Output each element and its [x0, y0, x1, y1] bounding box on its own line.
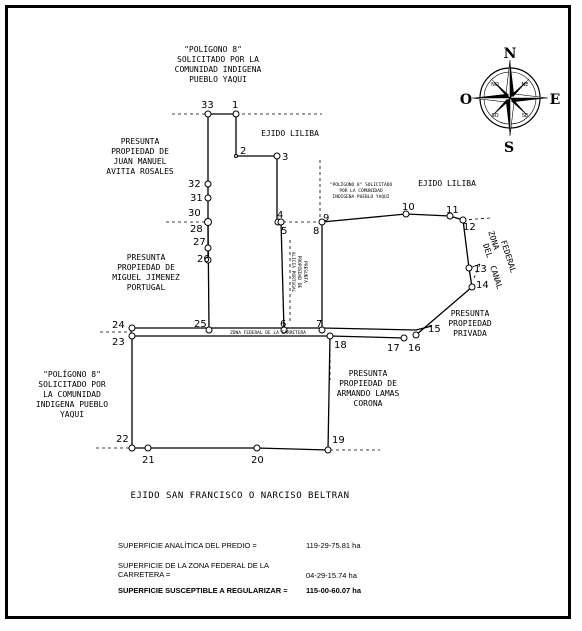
- point-32: 32: [188, 179, 201, 190]
- point-1: 1: [232, 100, 238, 111]
- point-9: 9: [323, 213, 329, 224]
- label-poly-top-2: SOLICITADO POR LA: [177, 55, 259, 64]
- label-poly-left-5: YAQUI: [60, 410, 84, 419]
- point-10: 10: [402, 202, 415, 213]
- point-27: 27: [193, 237, 206, 248]
- label-poly-top-1: "POLÍGONO 8": [184, 43, 242, 54]
- label-juan-4: AVITIA ROSALES: [106, 167, 174, 176]
- summary-row3-label: SUPERFICIE SUSCEPTIBLE A REGULARIZAR =: [118, 586, 288, 595]
- point-17: 17: [387, 343, 400, 354]
- point-7: 7: [316, 319, 322, 330]
- boundary-1-2-3-4: [235, 114, 278, 222]
- point-14: 14: [476, 280, 489, 291]
- point-26: 26: [197, 254, 210, 265]
- point-labels: 33 1 2 3 4 5 6 7 8 9 10 11 12 13 14 15 1…: [112, 100, 489, 466]
- point-12: 12: [463, 222, 476, 233]
- label-poly-top-4: PUEBLO YAQUI: [189, 75, 247, 84]
- label-ejido-bottom: EJIDO SAN FRANCISCO O NARCISO BELTRAN: [131, 491, 350, 501]
- label-zona-carretera: ZONA FEDERAL DE LA CARRETERA: [230, 330, 306, 336]
- label-armando-3: ARMANDO LAMAS: [337, 389, 400, 398]
- label-canal-4: CANAL: [488, 264, 504, 290]
- map-frame: [5, 5, 571, 619]
- point-21: 21: [142, 455, 155, 466]
- label-juan-3: JUAN MANUEL: [114, 157, 167, 166]
- label-canal-3: DEL: [481, 242, 494, 259]
- label-armando-2: PROPIEDAD DE: [339, 379, 397, 388]
- point-20: 20: [251, 455, 264, 466]
- summary-row1-value: 119-29-75.81 ha: [306, 541, 361, 550]
- compass-se: SE: [522, 113, 528, 119]
- label-juan-2: PROPIEDAD DE: [111, 147, 169, 156]
- label-miguel-3: MIGUEL JIMENEZ: [112, 273, 180, 282]
- point-19: 19: [332, 435, 345, 446]
- compass-rose: NE NO SE SO: [471, 59, 549, 137]
- point-5: 5: [281, 226, 287, 237]
- label-armando-4: CORONA: [354, 399, 383, 408]
- point-8: 8: [313, 226, 319, 237]
- label-armando-1: PRESUNTA: [349, 369, 388, 378]
- point-4: 4: [277, 210, 283, 221]
- point-28: 28: [190, 224, 203, 235]
- compass-o: O: [460, 92, 472, 108]
- point-3: 3: [282, 152, 288, 163]
- point-15: 15: [428, 324, 441, 335]
- point-33: 33: [201, 100, 214, 111]
- summary-row2-value: 04-29-15.74 ha: [306, 571, 357, 580]
- label-poly-left-1: "POLÍGONO 8": [43, 368, 101, 379]
- label-privada-3: PRIVADA: [453, 329, 487, 338]
- compass-sw: SO: [491, 113, 498, 119]
- label-poly-small-1: "POLÍGONO 8" SOLICITADO: [330, 180, 393, 188]
- label-canal-2: FEDERAL: [499, 239, 518, 274]
- label-ejido-liliba-right: EJIDO LILIBA: [418, 179, 476, 188]
- summary-row3-value: 115-00-60.07 ha: [306, 586, 362, 595]
- label-presunta-vertical-1: PRESUNTA: [302, 261, 308, 283]
- label-poly-left-2: SOLICITADO POR: [38, 380, 106, 389]
- point-31: 31: [190, 193, 203, 204]
- compass-e: E: [550, 92, 561, 108]
- label-presunta-vertical-2: PROPIEDAD DE: [296, 256, 302, 289]
- label-presunta-vertical-3: ALICIA PORTUGAL: [290, 252, 296, 293]
- highway-bottom: [132, 335, 405, 339]
- label-miguel-4: PORTUGAL: [127, 283, 166, 292]
- summary-row2-label-2: CARRETERA =: [118, 570, 171, 579]
- compass-n: N: [504, 46, 517, 62]
- point-25: 25: [194, 319, 207, 330]
- compass-nw: NO: [491, 82, 499, 88]
- label-poly-top-3: COMUNIDAD INDIGENA: [175, 65, 262, 74]
- point-30: 30: [188, 208, 201, 219]
- highway-top: [132, 325, 433, 331]
- point-23: 23: [112, 337, 125, 348]
- label-poly-left-3: LA COMUNIDAD: [43, 390, 101, 399]
- point-6: 6: [280, 319, 286, 330]
- label-poly-left-4: INDIGENA PUEBLO: [36, 400, 108, 409]
- summary-row2-label-1: SUPERFICIE DE LA ZONA FEDERAL DE LA: [118, 561, 270, 570]
- boundary-8-9-10-11-12-14: [321, 213, 473, 336]
- point-22: 22: [116, 434, 129, 445]
- label-poly-small-3: INDIGENA PUEBLO YAQUI: [333, 194, 390, 200]
- label-miguel-1: PRESUNTA: [127, 253, 166, 262]
- label-ejido-liliba-left: EJIDO LILIBA: [261, 129, 319, 138]
- compass-s: S: [504, 140, 514, 156]
- point-2: 2: [240, 146, 246, 157]
- point-16: 16: [408, 343, 421, 354]
- boundary-5-6: [280, 221, 285, 331]
- label-privada-2: PROPIEDAD: [448, 319, 492, 328]
- label-privada-1: PRESUNTA: [451, 309, 490, 318]
- label-juan-1: PRESUNTA: [121, 137, 160, 146]
- point-18: 18: [334, 340, 347, 351]
- compass-ne: NE: [522, 82, 529, 88]
- point-24: 24: [112, 320, 125, 331]
- label-poly-small-2: POR LA COMUNIDAD: [339, 188, 383, 194]
- summary-row1-label: SUPERFICIE ANALÍTICA DEL PREDIO =: [118, 541, 257, 550]
- point-13: 13: [474, 264, 487, 275]
- point-11: 11: [446, 205, 459, 216]
- label-miguel-2: PROPIEDAD DE: [117, 263, 175, 272]
- boundary-23-22-21-20-19-18: [131, 335, 331, 451]
